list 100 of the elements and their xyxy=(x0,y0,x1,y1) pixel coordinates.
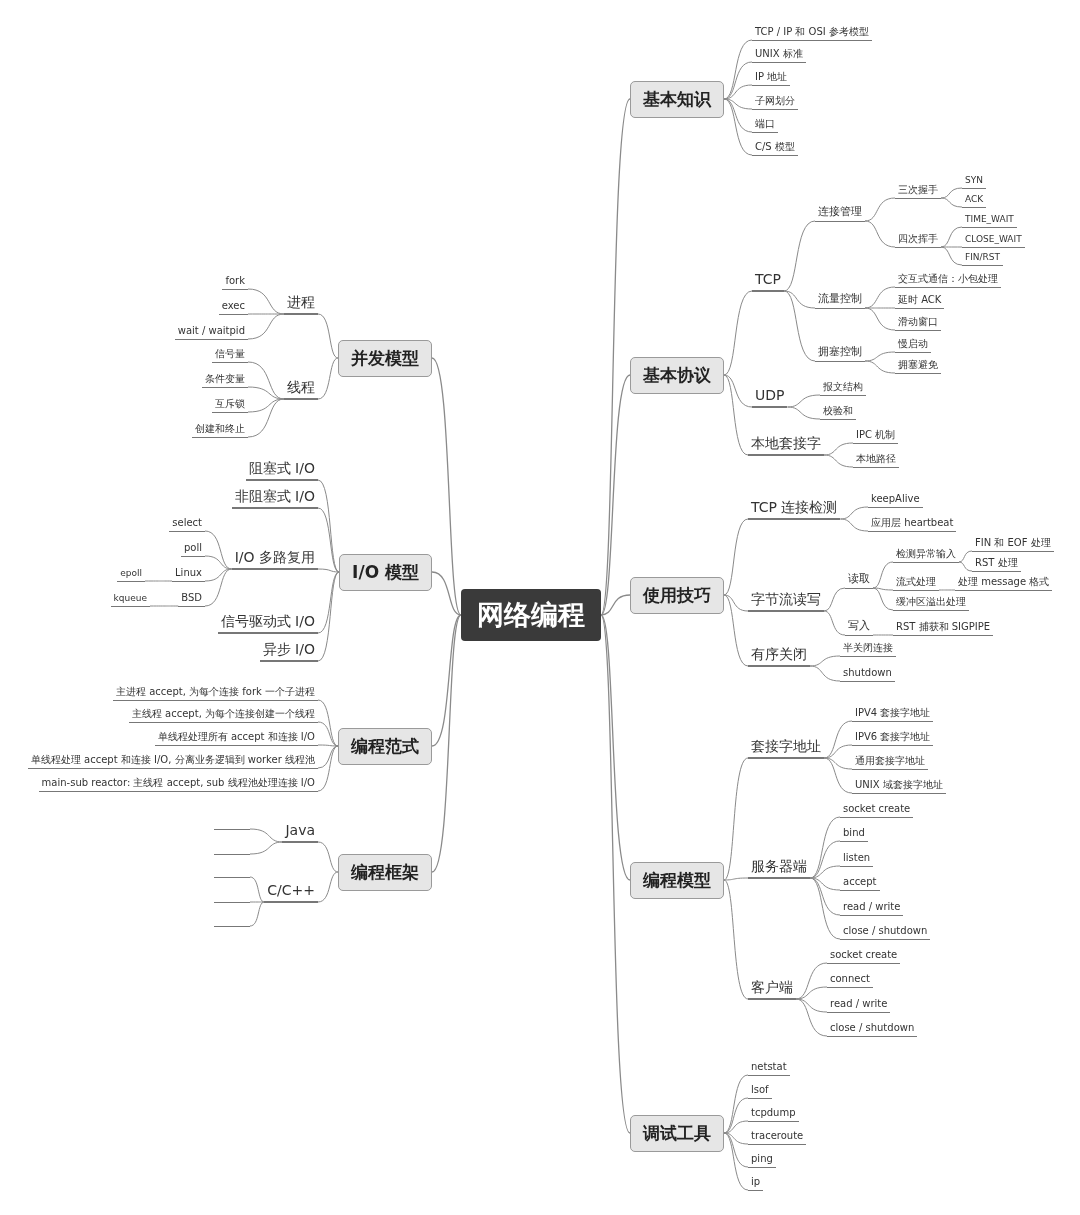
branch-curve xyxy=(144,580,173,582)
branch-curve xyxy=(787,406,821,420)
underlined-label: wait / waitpid xyxy=(174,324,248,340)
underlined-label: 单线程处理所有 accept 和连接 I/O xyxy=(154,730,318,746)
topic-box: I/O 模型 xyxy=(339,553,432,591)
branch-curve xyxy=(247,398,285,413)
underlined-label: tcpdump xyxy=(748,1106,799,1122)
topic-box: 并发模型 xyxy=(338,339,432,377)
underlined-label: 主进程 accept, 为每个连接 fork 一个子进程 xyxy=(113,685,318,701)
branch-curve xyxy=(938,589,956,591)
underlined-label: ip xyxy=(748,1175,764,1191)
branch-curve xyxy=(723,518,749,596)
underlined-label: 进程 xyxy=(284,293,318,315)
branch-curve xyxy=(204,555,233,570)
underlined-label: fork xyxy=(222,274,248,290)
underlined-label: I/O 多路复用 xyxy=(231,548,318,570)
underlined-label: 滑动窗口 xyxy=(895,315,941,331)
underlined-label: 本地路径 xyxy=(853,452,899,468)
branch-curve xyxy=(249,901,265,903)
underlined-label: 流式处理 xyxy=(893,575,939,591)
underlined-label: 拥塞避免 xyxy=(895,358,941,374)
underlined-label: 连接管理 xyxy=(815,205,865,222)
branch-curve xyxy=(823,442,854,456)
underlined-label: FIN/RST xyxy=(962,251,1004,266)
branch-curve xyxy=(600,374,631,616)
underlined-label: 套接字地址 xyxy=(748,737,824,759)
branch-curve xyxy=(204,568,233,582)
underlined-label: 读取 xyxy=(845,572,873,589)
underlined-label: connect xyxy=(827,972,873,988)
underlined-label: 有序关闭 xyxy=(748,645,810,667)
topic-box: 使用技巧 xyxy=(630,576,724,614)
branch-curve xyxy=(204,568,233,607)
branch-curve xyxy=(247,313,285,315)
underlined-label: 子网划分 xyxy=(752,94,798,110)
underlined-label: 报文结构 xyxy=(820,380,866,396)
underlined-label: 字节流读写 xyxy=(748,590,824,612)
underlined-label: TCP xyxy=(752,270,784,292)
underlined-label: socket create xyxy=(840,802,914,818)
branch-curve xyxy=(317,571,340,662)
underlined-label: 缓冲区溢出处理 xyxy=(893,595,969,611)
branch-curve xyxy=(600,614,631,1134)
branch-curve xyxy=(940,187,963,199)
branch-curve xyxy=(823,610,846,636)
underlined-label: 服务器端 xyxy=(748,857,810,879)
underlined-label: listen xyxy=(840,851,874,867)
branch-curve xyxy=(823,587,846,612)
topic-box: 基本知识 xyxy=(630,80,724,118)
underlined-label: ACK xyxy=(962,193,987,208)
underlined-label: 交互式通信：小包处理 xyxy=(895,272,1001,288)
branch-curve xyxy=(839,506,869,520)
underlined-label: poll xyxy=(180,541,205,557)
underlined-label: kqueue xyxy=(110,592,150,607)
branch-curve xyxy=(600,614,631,881)
branch-curve xyxy=(872,587,894,591)
underlined-label: shutdown xyxy=(840,666,895,682)
underlined-label: IPV4 套接字地址 xyxy=(852,706,934,722)
underlined-label: close / shutdown xyxy=(827,1021,918,1037)
branch-curve xyxy=(864,307,896,309)
branch-curve xyxy=(864,360,896,374)
underlined-label: RST 处理 xyxy=(972,556,1021,572)
underlined-label: C/S 模型 xyxy=(752,140,798,156)
topic-box: 编程范式 xyxy=(338,727,432,765)
underlined-label: read / write xyxy=(840,900,904,916)
branch-curve xyxy=(247,398,285,438)
branch-curve xyxy=(809,816,841,879)
underlined-label: 线程 xyxy=(284,378,318,400)
underlined-label: 写入 xyxy=(845,619,873,636)
underlined-label: 处理 message 格式 xyxy=(955,575,1053,591)
topic-box: 编程模型 xyxy=(630,861,724,899)
underlined-label: read / write xyxy=(827,997,891,1013)
branch-curve xyxy=(783,220,816,292)
branch-curve xyxy=(809,877,841,940)
branch-curve xyxy=(783,290,816,362)
branch-curve xyxy=(795,998,828,1013)
underlined-label: IP 地址 xyxy=(752,70,791,86)
branch-curve xyxy=(317,313,339,359)
underlined-label: 本地套接字 xyxy=(748,434,824,456)
underlined-label: ping xyxy=(748,1152,776,1168)
underlined-label: SYN xyxy=(962,174,986,189)
branch-curve xyxy=(600,98,631,616)
topic-box: 基本协议 xyxy=(630,356,724,394)
underlined-label: 四次挥手 xyxy=(895,232,941,248)
underlined-label: Java xyxy=(282,821,318,843)
branch-curve xyxy=(723,1074,749,1134)
branch-curve xyxy=(149,605,179,607)
branch-curve xyxy=(940,246,963,266)
underlined-label: bind xyxy=(840,826,868,842)
branch-curve xyxy=(317,357,339,400)
underlined-label: main-sub reactor: 主线程 accept, sub 线程池处理连接 I/O xyxy=(38,776,318,792)
branch-curve xyxy=(787,394,821,408)
underlined-label: close / shutdown xyxy=(840,924,931,940)
branch-curve xyxy=(249,876,265,903)
underlined-label: accept xyxy=(840,875,880,891)
branch-curve xyxy=(431,571,462,616)
branch-curve xyxy=(940,197,963,208)
branch-curve xyxy=(247,386,285,400)
underlined-label: 创建和终止 xyxy=(192,422,248,438)
topic-box: 编程框架 xyxy=(338,853,432,891)
branch-curve xyxy=(317,745,339,792)
branch-curve xyxy=(795,986,828,1000)
